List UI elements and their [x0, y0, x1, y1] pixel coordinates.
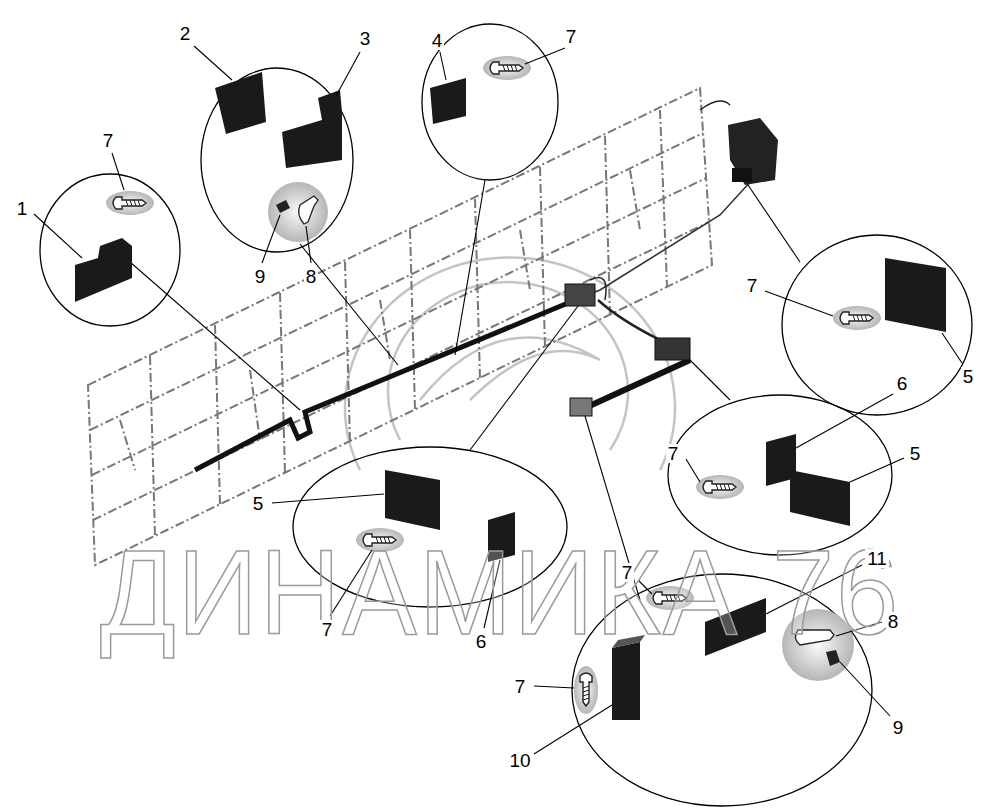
part-1	[75, 238, 132, 302]
leader-line	[262, 215, 280, 263]
leader-line	[306, 226, 311, 263]
leader-line	[686, 459, 700, 482]
callout-number: 4	[430, 31, 445, 50]
callout-number: 7	[513, 677, 528, 696]
callout-number: 7	[666, 444, 681, 463]
leader-line	[748, 185, 800, 262]
callout-number: 7	[101, 131, 116, 150]
leader-line	[112, 153, 124, 190]
detail-circles	[40, 24, 972, 806]
part-2	[215, 72, 266, 134]
detail-circle	[668, 395, 892, 555]
callout-number: 7	[620, 563, 635, 582]
callout-leaders	[34, 46, 962, 754]
frame-brace	[120, 170, 640, 470]
part-5	[385, 470, 440, 530]
callout-number: 9	[253, 267, 268, 286]
logo-arc	[345, 258, 675, 470]
nut-9	[826, 650, 840, 666]
callout-number: 7	[564, 27, 579, 46]
callout-number: 5	[251, 494, 266, 513]
part-3	[282, 90, 342, 168]
detail-circle	[40, 174, 180, 326]
leader-line	[850, 458, 904, 482]
part-10	[612, 642, 640, 720]
nut-9	[276, 200, 290, 213]
unit	[570, 398, 592, 416]
leader-line	[534, 705, 612, 754]
harness-cable	[195, 298, 580, 470]
parts	[75, 72, 946, 720]
bus-frame	[88, 88, 712, 565]
callout-number: 7	[320, 620, 335, 639]
part-5	[790, 470, 850, 526]
leader-line	[455, 180, 485, 355]
bolt-7	[483, 56, 531, 80]
plate	[732, 168, 752, 182]
logo-arc	[420, 338, 600, 401]
leader-line	[765, 291, 833, 316]
callout-number: 10	[507, 751, 532, 770]
junction-box	[565, 284, 595, 306]
leader-line	[796, 394, 893, 448]
bolt-7	[696, 475, 744, 499]
inset-ground	[268, 182, 328, 242]
frame-outline	[88, 88, 712, 565]
callout-number: 6	[895, 374, 910, 393]
wire	[590, 101, 730, 300]
callout-number: 8	[304, 267, 319, 286]
leader-line	[336, 52, 360, 96]
leader-line	[534, 686, 574, 688]
unit	[728, 118, 778, 185]
bolt-8	[299, 196, 318, 224]
callout-number: 9	[891, 718, 906, 737]
leader-line	[690, 360, 730, 400]
bolt-7	[574, 666, 598, 714]
leader-line	[525, 48, 565, 64]
leader-line	[440, 52, 446, 80]
callout-number: 6	[474, 632, 489, 651]
logo-arc	[388, 282, 628, 450]
watermark-logo	[345, 258, 675, 470]
detail-circle	[422, 24, 558, 180]
callout-number: 8	[886, 612, 901, 631]
callout-number: 1	[15, 199, 30, 218]
callout-number: 3	[358, 29, 373, 48]
frame-post	[150, 110, 667, 536]
callout-number: 2	[178, 24, 193, 43]
bolt-7	[833, 306, 881, 330]
callout-number: 5	[961, 367, 976, 386]
leader-line	[194, 46, 232, 80]
watermark: ДИНАМИКА 76	[100, 532, 900, 652]
leader-line	[34, 214, 82, 258]
leader-line	[300, 244, 398, 365]
wire	[580, 180, 752, 298]
leader-line	[272, 494, 384, 503]
frame-rail	[90, 133, 709, 520]
leader-line	[470, 306, 578, 450]
part-5	[885, 258, 946, 332]
harness	[195, 101, 778, 470]
bolt-7	[106, 191, 154, 215]
detail-circle	[782, 235, 972, 415]
callout-number: 11	[865, 549, 889, 568]
callout-number: 7	[745, 276, 760, 295]
pipe	[585, 360, 690, 408]
leader-line	[840, 662, 890, 716]
leader-line	[942, 333, 962, 363]
part-4	[430, 78, 466, 124]
leader-line	[130, 262, 300, 410]
unit	[655, 338, 690, 360]
callout-number: 5	[908, 444, 923, 463]
bolt-7	[574, 666, 598, 714]
